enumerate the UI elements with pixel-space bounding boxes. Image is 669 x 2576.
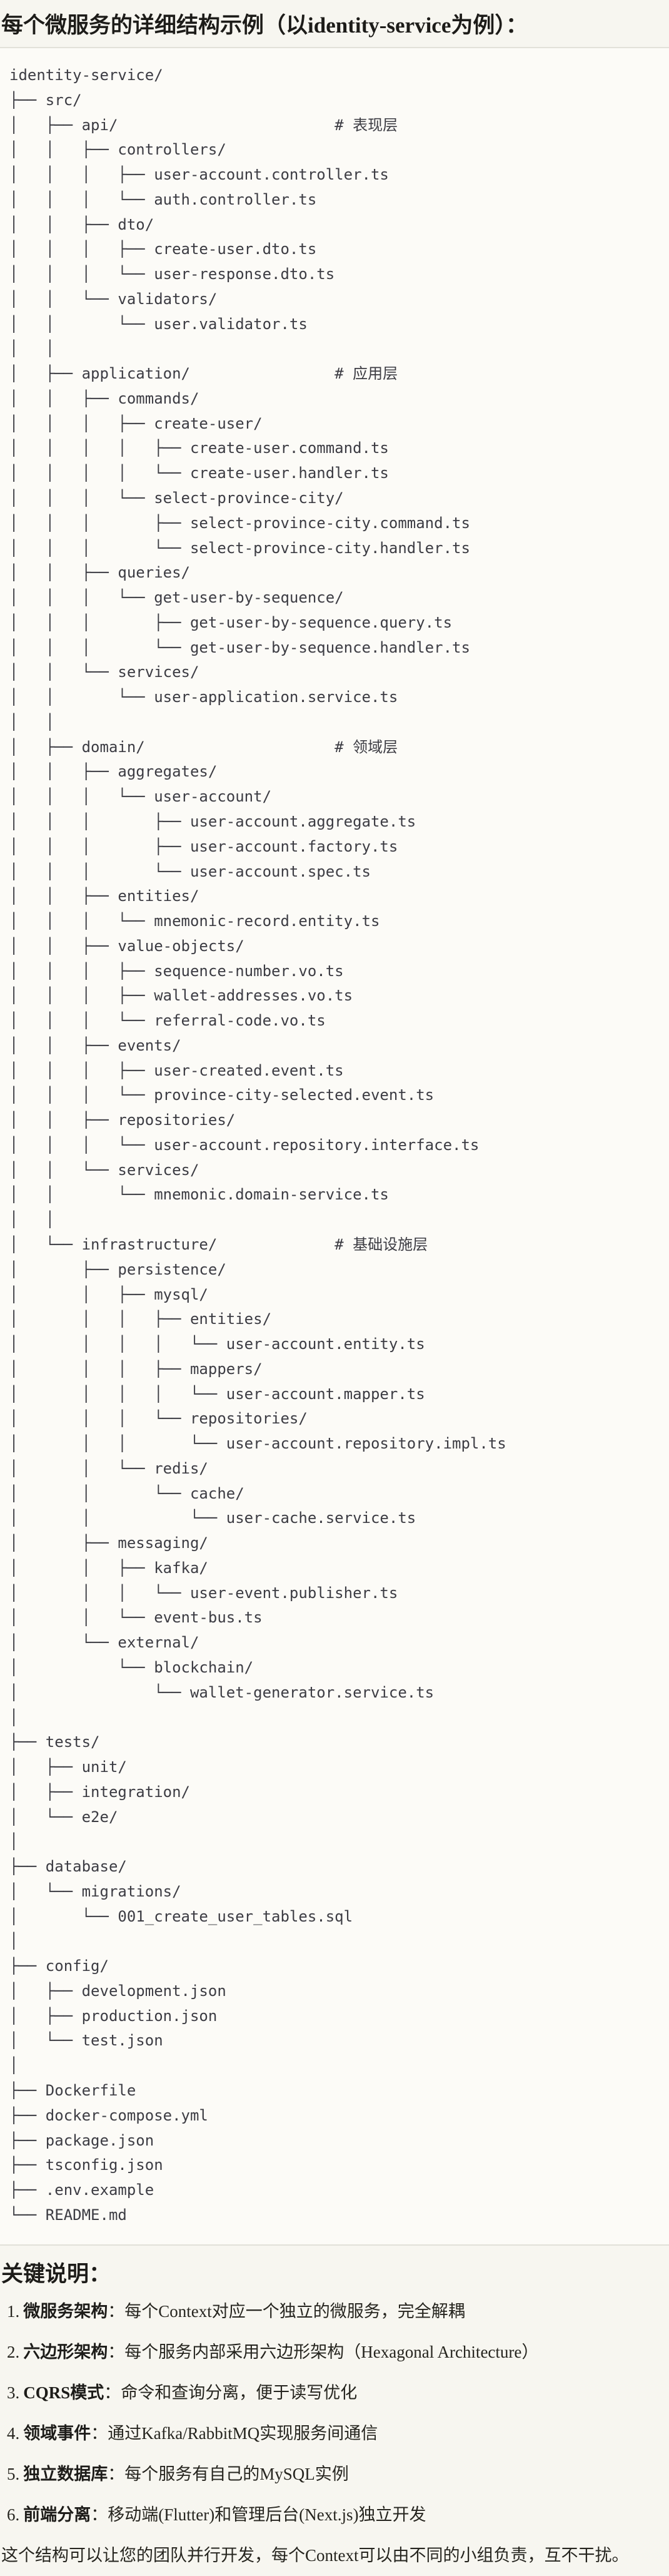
note-item: 4.领域事件：通过Kafka/RabbitMQ实现服务间通信	[0, 2420, 669, 2446]
directory-tree-text: identity-service/ ├── src/ │ ├── api/ # …	[9, 66, 506, 2224]
directory-tree-code-block: identity-service/ ├── src/ │ ├── api/ # …	[0, 47, 669, 2246]
note-separator: ：	[108, 2342, 125, 2361]
notes-heading: 关键说明：	[1, 2261, 111, 2286]
note-separator: ：	[108, 2301, 125, 2321]
page-title: 每个微服务的详细结构示例（以identity-service为例）：	[1, 13, 528, 38]
note-number: 5.	[7, 2464, 20, 2483]
note-text: 每个服务内部采用六边形架构（Hexagonal Architecture）	[124, 2342, 539, 2361]
note-text: 每个Context对应一个独立的微服务，完全解耦	[124, 2301, 465, 2321]
note-item: 5.独立数据库：每个服务有自己的MySQL实例	[0, 2461, 669, 2487]
closing-paragraph: 这个结构可以让您的团队并行开发，每个Context可以由不同的小组负责，互不干扰…	[1, 2545, 629, 2565]
note-separator: ：	[91, 2423, 108, 2443]
note-separator: ：	[104, 2383, 121, 2402]
note-separator: ：	[108, 2464, 125, 2483]
note-item: 6.前端分离：移动端(Flutter)和管理后台(Next.js)独立开发	[0, 2502, 669, 2528]
note-number: 3.	[7, 2383, 20, 2402]
note-label: 前端分离	[23, 2505, 91, 2524]
note-label: 微服务架构	[23, 2301, 108, 2321]
note-text: 命令和查询分离，便于读写优化	[121, 2383, 358, 2402]
note-item: 2.六边形架构：每个服务内部采用六边形架构（Hexagonal Architec…	[0, 2339, 669, 2365]
note-separator: ：	[91, 2505, 108, 2524]
note-number: 4.	[7, 2423, 20, 2443]
note-label: 领域事件	[23, 2423, 91, 2443]
note-number: 1.	[7, 2301, 20, 2321]
note-number: 2.	[7, 2342, 20, 2361]
notes-list: 1.微服务架构：每个Context对应一个独立的微服务，完全解耦 2.六边形架构…	[0, 2298, 669, 2528]
note-text: 每个服务有自己的MySQL实例	[124, 2464, 349, 2483]
note-item: 1.微服务架构：每个Context对应一个独立的微服务，完全解耦	[0, 2298, 669, 2324]
note-text: 移动端(Flutter)和管理后台(Next.js)独立开发	[108, 2505, 426, 2524]
note-label: 独立数据库	[23, 2464, 108, 2483]
note-label: CQRS模式	[23, 2383, 104, 2402]
note-text: 通过Kafka/RabbitMQ实现服务间通信	[108, 2423, 378, 2443]
note-label: 六边形架构	[23, 2342, 108, 2361]
note-item: 3.CQRS模式：命令和查询分离，便于读写优化	[0, 2380, 669, 2406]
note-number: 6.	[7, 2505, 20, 2524]
